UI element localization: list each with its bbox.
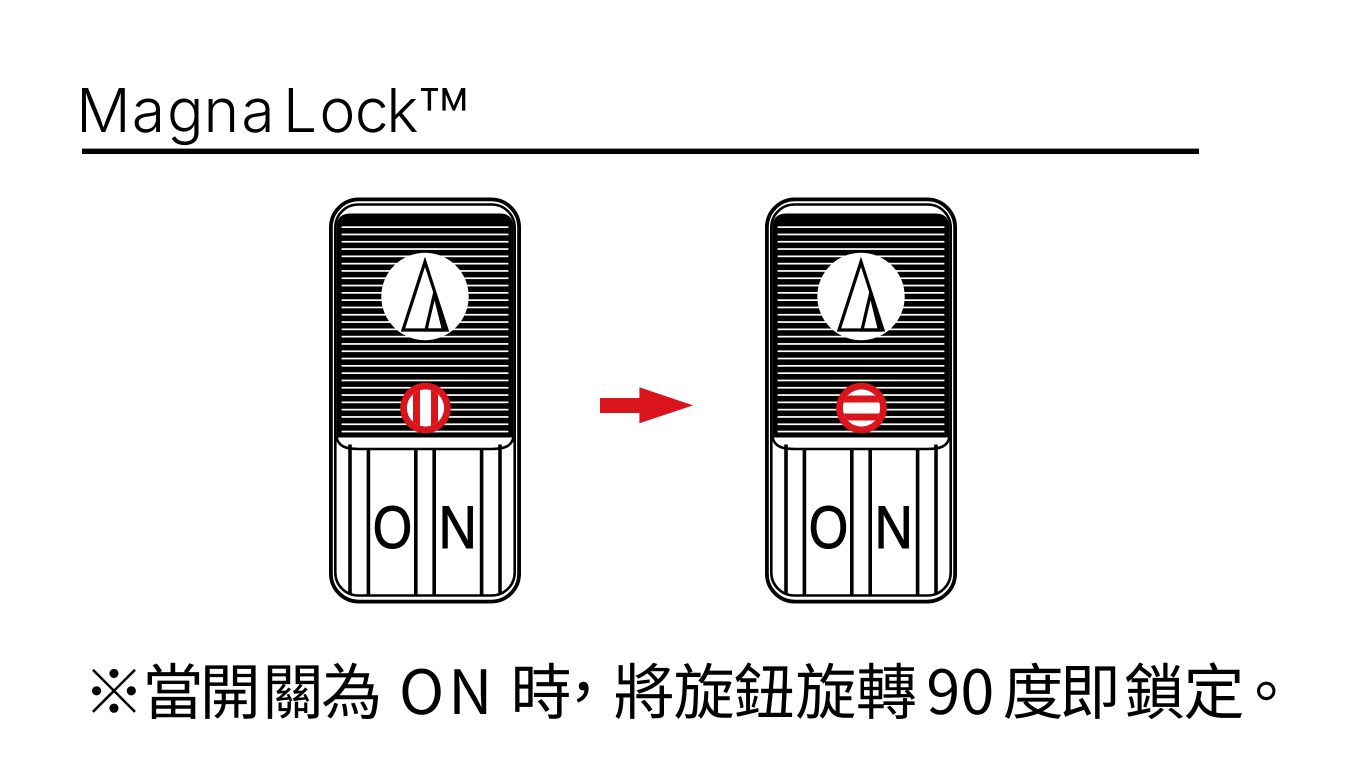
letter-N-shape: [442, 506, 473, 549]
audio-technica-logo-icon: [817, 252, 905, 341]
switch-on-label: ON: [372, 502, 503, 569]
letter-O-shape: [374, 505, 411, 550]
knob-face: [842, 389, 881, 427]
lock-knob: [836, 382, 887, 434]
device-unlocked-illustration: [328, 197, 521, 604]
page-title: Magna Lock™: [80, 79, 473, 149]
letter-O-shape: [810, 505, 847, 550]
device-inner-frame: [334, 203, 516, 597]
section-header-graphic: [82, 88, 1199, 154]
knob-slot-pattern: [413, 389, 438, 427]
title-text-shape: [82, 88, 466, 146]
lock-knob: [400, 382, 451, 434]
knob-face: [406, 389, 445, 427]
title-underline: [82, 148, 1199, 154]
letter-N-shape: [878, 506, 909, 549]
switch-grip-panel: [771, 437, 951, 595]
switch-on-label: ON: [808, 502, 939, 569]
arrow-right-icon: [600, 387, 693, 424]
caption-text-shape: [92, 662, 1276, 720]
device-locked-illustration: [764, 197, 957, 604]
switch-grip-panel: [335, 437, 515, 595]
device-inner-frame: [770, 203, 952, 597]
audio-technica-logo-icon: [381, 252, 469, 341]
switch-on-marking: [810, 505, 909, 550]
switch-on-marking: [374, 505, 473, 550]
knob-slot-pattern: [842, 395, 881, 421]
caption: ※當開關為 ON 時，將旋鈕旋轉 90 度即鎖定。: [90, 658, 1333, 745]
